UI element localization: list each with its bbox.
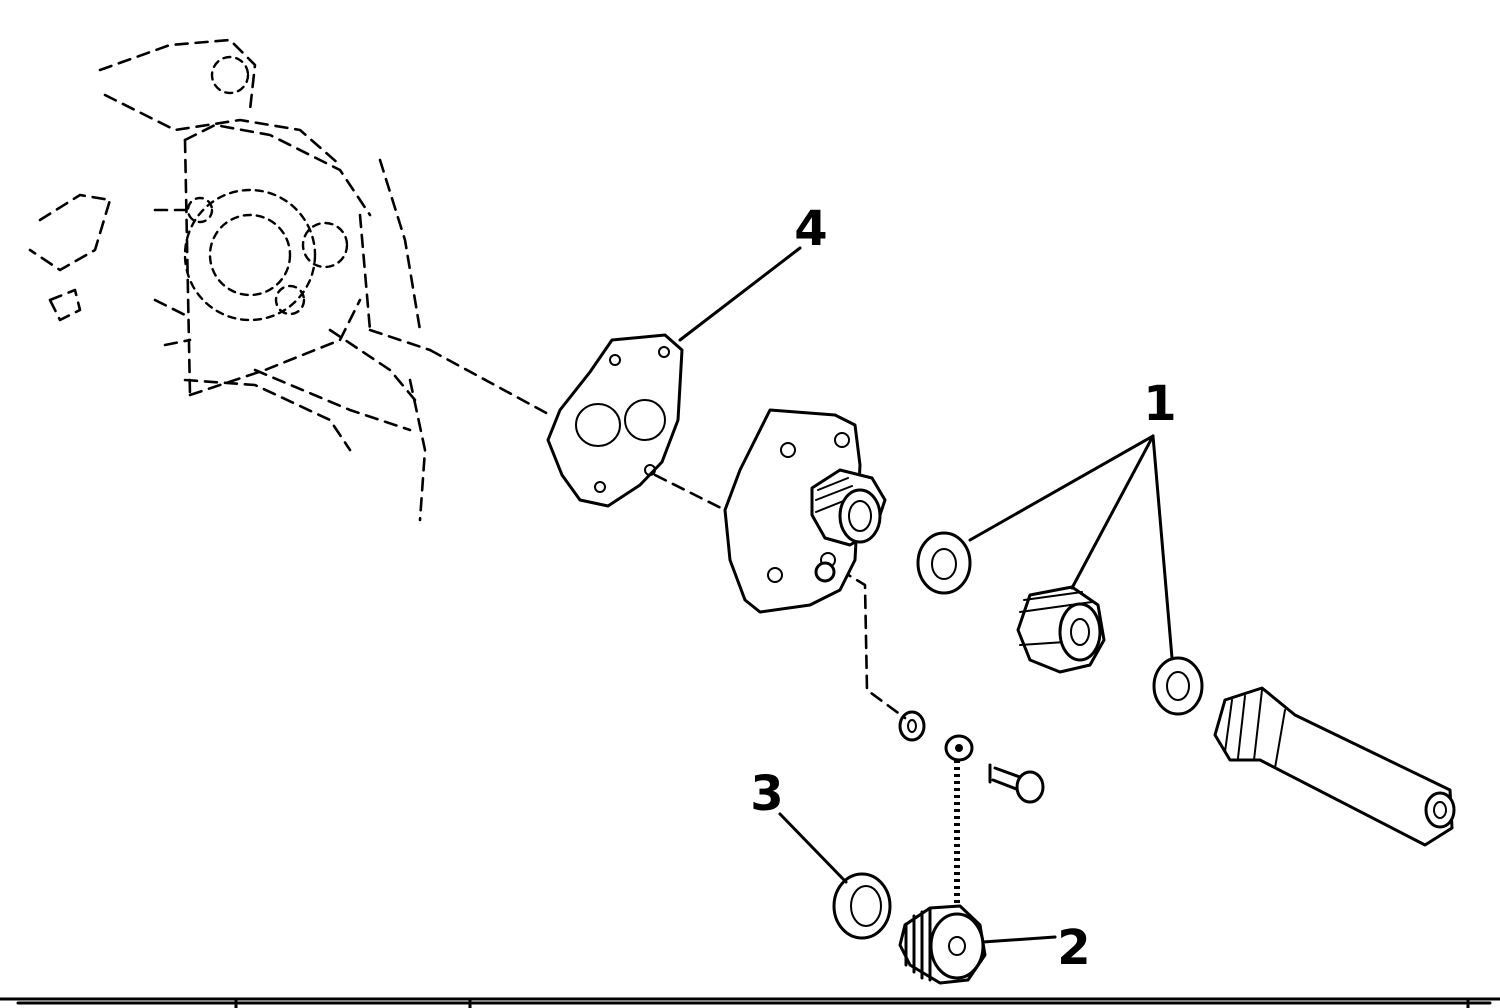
alignment-line-gasket [428,348,552,417]
leader-line-1b [1070,434,1155,590]
table-top-edge [0,997,1500,1008]
leader-line-3 [778,812,848,884]
fuel-hose [1213,686,1456,847]
cap-washer [832,872,892,940]
callout-number-3: 3 [750,766,783,822]
washer-upper [916,531,972,595]
gasket [546,333,684,508]
leader-line-1a [968,434,1155,542]
leader-line-2 [981,935,1057,944]
leader-line-1c [1151,434,1174,660]
cover-plate-with-fitting [723,408,887,614]
engine-housing-phantom [28,38,432,522]
callout-number-1: 1 [1143,376,1176,432]
lockwasher [898,710,926,742]
washer-lower [1152,656,1204,716]
callout-number-4: 4 [794,201,827,257]
grommet-bushing [1016,585,1106,674]
leader-line-4 [678,246,802,342]
alignment-line-cover [653,473,727,512]
alignment-line-lockwasher [838,568,907,720]
callout-number-2: 2 [1057,920,1090,976]
screw [988,763,1045,804]
fuel-cap [898,904,987,985]
